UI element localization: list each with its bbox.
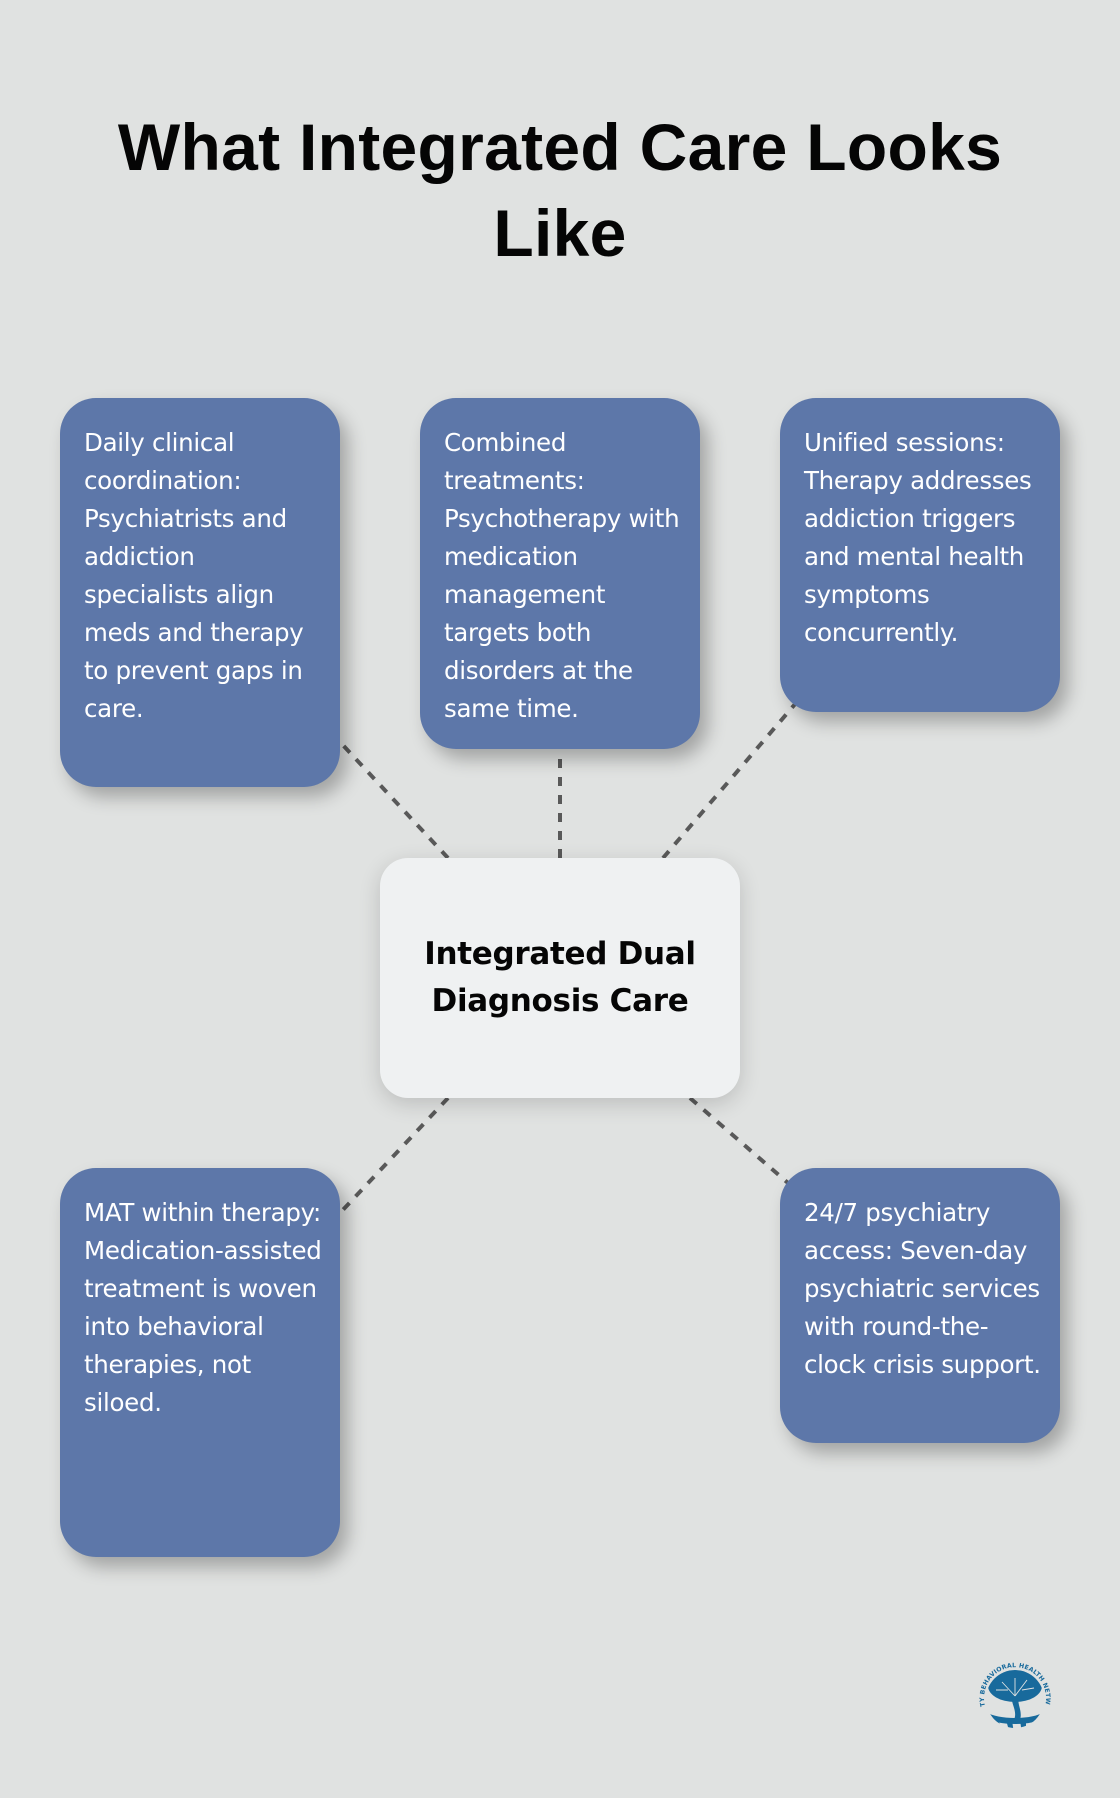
node-mat-within-therapy: MAT within therapy: Medication-assisted … (60, 1168, 340, 1557)
center-node-label: Integrated Dual Diagnosis Care (424, 936, 696, 1019)
node-text: MAT within therapy: Medication-assisted … (84, 1198, 322, 1417)
center-node: Integrated Dual Diagnosis Care (380, 858, 740, 1098)
node-text: Daily clinical coordination: Psychiatris… (84, 428, 304, 723)
node-text: 24/7 psychiatry access: Seven-day psychi… (804, 1198, 1041, 1379)
node-daily-clinical-coordination: Daily clinical coordination: Psychiatris… (60, 398, 340, 787)
connector-psychiatry-access (688, 1096, 790, 1185)
node-psychiatry-access: 24/7 psychiatry access: Seven-day psychi… (780, 1168, 1060, 1443)
connector-unified-sessions (661, 701, 798, 860)
page-title: What Integrated Care Looks Like (117, 110, 1003, 270)
connector-daily-clinical-coordination (338, 740, 450, 860)
tree-circle-logo-icon: AMITY BEHAVIORAL HEALTH NETWORK (972, 1654, 1051, 1728)
connector-mat-within-therapy (338, 1096, 450, 1215)
node-text: Combined treatments: Psychotherapy with … (444, 428, 680, 723)
node-text: Unified sessions: Therapy addresses addi… (804, 428, 1032, 647)
node-combined-treatments: Combined treatments: Psychotherapy with … (420, 398, 700, 749)
node-unified-sessions: Unified sessions: Therapy addresses addi… (780, 398, 1060, 712)
